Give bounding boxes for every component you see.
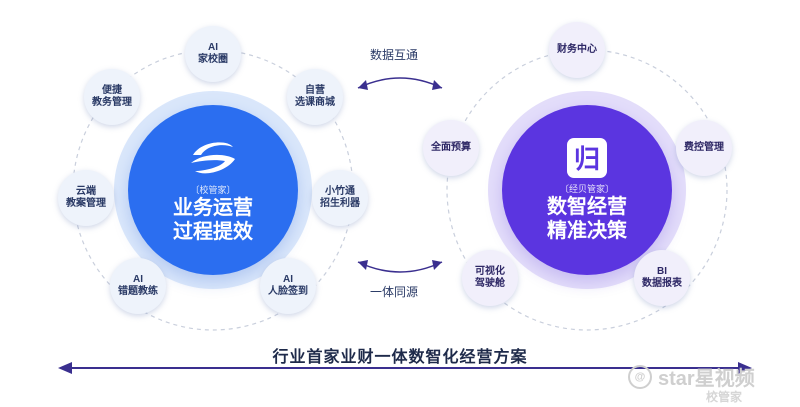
node-budget[interactable]: 全面预算 [423,120,479,176]
node-line1: 自营 [305,85,325,96]
jingbei-logo: 归 [567,137,607,178]
right-hub-center: 归 〔经贝管家〕 数智经营 精准决策 [502,105,672,275]
node-line1: AI [283,274,293,285]
node-line1: BI [657,266,667,277]
node-line1: AI [133,274,143,285]
node-line2: 招生利器 [320,198,360,209]
node-enrollment-tool[interactable]: 小竹通 招生利器 [312,170,368,226]
node-line2: 教案管理 [66,198,106,209]
node-line2: 数据报表 [642,278,682,289]
node-line1: 全面预算 [431,142,471,153]
left-hub-brand: 〔校管家〕 [190,184,236,195]
node-finance-center[interactable]: 财务中心 [549,22,605,78]
left-hub-title-line2: 过程提效 [173,220,253,243]
top-arrowhead-right [432,80,442,90]
left-hub-title-line1: 业务运营 [173,196,253,219]
right-hub-title-line2: 精准决策 [547,219,627,242]
right-hub-brand: 〔经贝管家〕 [559,183,614,194]
node-expense-control[interactable]: 费控管理 [676,120,732,176]
node-bi-reports[interactable]: BI 数据报表 [634,250,690,306]
top-link-arrow [357,77,443,89]
left-hub-center: 〔校管家〕 业务运营 过程提效 [128,105,298,275]
node-line2: 驾驶舱 [475,278,505,289]
bottom-link-label: 一体同源 [370,285,419,299]
node-line1: 财务中心 [557,44,597,55]
node-line1: 小竹通 [325,186,355,197]
bottom-arrowhead-right [432,260,442,270]
bottom-arrowhead-left [358,260,368,270]
footer-arrow-right [738,362,752,374]
footer-title: 行业首家业财一体数智化经营方案 [272,349,528,366]
node-course-mall[interactable]: 自营 选课商城 [287,69,343,125]
node-line2: 错题教练 [118,286,158,297]
node-line2: 选课商城 [295,97,335,108]
top-arrowhead-left [358,80,368,90]
node-line1: 云端 [76,186,96,197]
node-academic-admin[interactable]: 便捷 教务管理 [84,69,140,125]
node-mistake-coach[interactable]: AI 错题教练 [110,258,166,314]
node-line1: 费控管理 [684,142,724,153]
node-lesson-plan[interactable]: 云端 教案管理 [58,170,114,226]
node-face-checkin[interactable]: AI 人脸签到 [260,258,316,314]
footer-arrow-left [58,362,72,374]
node-line2: 家校圈 [198,54,228,65]
node-cockpit[interactable]: 可视化 驾驶舱 [462,250,518,306]
watermark-small: 校管家 [706,390,743,404]
watermark-at-icon: @ [628,364,652,389]
node-line2: 教务管理 [92,97,132,108]
node-line2: 人脸签到 [268,286,308,297]
top-link-label: 数据互通 [370,48,419,62]
watermark: @ star星视频 [628,362,755,391]
right-hub-title-line1: 数智经营 [547,195,627,218]
node-line1: AI [208,42,218,53]
bottom-link-arrow [357,261,443,273]
watermark-text: star星视频 [658,368,755,390]
xiaoguanjia-logo [191,141,235,173]
node-line1: 便捷 [102,85,122,96]
node-ai-home-school[interactable]: AI 家校圈 [185,26,241,82]
node-line1: 可视化 [475,266,505,277]
